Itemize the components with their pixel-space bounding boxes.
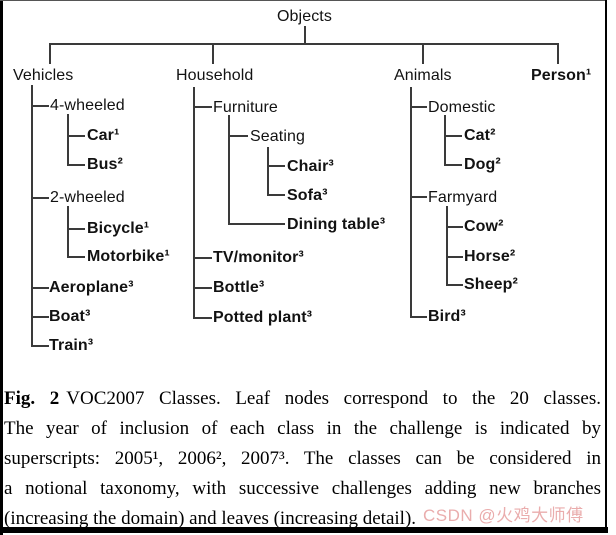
tree-connector: [228, 135, 248, 137]
tree-connector: [49, 43, 51, 64]
tree-node-4-wheeled: 4-wheeled: [50, 97, 125, 114]
figure-border-right: [605, 0, 607, 533]
tree-connector: [444, 135, 462, 137]
tree-node-domestic: Domestic: [428, 99, 496, 116]
tree-connector: [31, 345, 49, 347]
tree-connector: [31, 105, 49, 107]
tree-node-bird: Bird³: [428, 308, 466, 325]
tree-node-dining-table: Dining table³: [287, 216, 386, 233]
tree-connector: [228, 115, 230, 225]
tree-node-car: Car¹: [87, 127, 120, 144]
tree-connector: [446, 206, 448, 286]
caption-line: The year of inclusion of each class in t…: [4, 418, 601, 439]
tree-connector: [557, 43, 559, 64]
tree-connector: [444, 164, 462, 166]
tree-connector: [410, 106, 427, 108]
tree-connector: [67, 206, 69, 258]
tree-connector: [267, 194, 285, 196]
tree-node-bus: Bus²: [87, 156, 123, 173]
tree-connector: [67, 164, 85, 166]
tree-node-seating: Seating: [250, 128, 305, 145]
tree-connector: [212, 43, 214, 64]
tree-connector: [67, 135, 85, 137]
tree-node-vehicles: Vehicles: [13, 67, 74, 84]
tree-node-tv-monitor: TV/monitor³: [213, 249, 304, 266]
tree-connector: [446, 256, 463, 258]
tree-connector: [31, 287, 49, 289]
tree-connector: [267, 165, 285, 167]
tree-node-potted-plant: Potted plant³: [213, 309, 313, 326]
figure-border-left: [0, 0, 3, 535]
figure-border-top: [0, 0, 606, 1]
tree-connector: [31, 85, 33, 347]
caption-line: Fig. 2 VOC2007 Classes. Leaf nodes corres…: [4, 384, 601, 414]
tree-connector: [67, 114, 69, 166]
tree-connector: [31, 197, 49, 199]
tree-connector: [444, 115, 446, 166]
tree-node-train: Train³: [49, 337, 94, 354]
tree-connector: [410, 87, 412, 318]
figure-caption: Fig. 2 VOC2007 Classes. Leaf nodes corres…: [4, 384, 601, 534]
caption-line: superscripts: 2005¹, 2006², 2007³. The c…: [4, 448, 601, 469]
tree-connector: [267, 147, 269, 196]
caption-line: (increasing the domain) and leaves (incr…: [4, 508, 417, 529]
tree-connector: [193, 257, 212, 259]
tree-connector: [31, 316, 49, 318]
tree-node-animals: Animals: [394, 67, 452, 84]
tree-connector: [67, 256, 85, 258]
tree-node-boat: Boat³: [49, 308, 91, 325]
tree-node-objects: Objects: [277, 8, 332, 25]
tree-connector: [193, 106, 212, 108]
tree-node-household: Household: [176, 67, 254, 84]
tree-node-motorbike: Motorbike¹: [87, 248, 170, 265]
tree-connector: [193, 287, 212, 289]
tree-node-bottle: Bottle³: [213, 279, 265, 296]
tree-connector: [446, 226, 463, 228]
caption-line: a notional taxonomy, with successive cha…: [4, 478, 601, 499]
tree-connector: [193, 87, 195, 319]
tree-node-horse: Horse²: [464, 248, 516, 265]
figure-border-bottom: [0, 527, 608, 533]
tree-node-sheep: Sheep²: [464, 276, 518, 293]
tree-node-person: Person¹: [531, 67, 592, 84]
caption-fig-number: Fig. 2: [4, 388, 60, 409]
tree-connector: [304, 26, 306, 43]
tree-node-bicycle: Bicycle¹: [87, 220, 150, 237]
tree-connector: [422, 43, 424, 64]
tree-connector: [410, 316, 427, 318]
tree-node-sofa: Sofa³: [287, 187, 328, 204]
tree-node-farmyard: Farmyard: [428, 189, 498, 206]
tree-connector: [228, 223, 285, 225]
caption-line-1-text: VOC2007 Classes. Leaf nodes correspond t…: [66, 388, 601, 409]
tree-connector: [410, 196, 427, 198]
tree-node-furniture: Furniture: [213, 99, 278, 116]
tree-node-chair: Chair³: [287, 158, 334, 175]
csdn-watermark: CSDN @火鸡大师傅: [423, 506, 584, 525]
tree-connector: [446, 284, 463, 286]
tree-connector: [49, 43, 559, 45]
tree-node-aeroplane: Aeroplane³: [49, 279, 134, 296]
tree-node-cat: Cat²: [464, 127, 496, 144]
tree-connector: [67, 228, 85, 230]
tree-node-dog: Dog²: [464, 156, 501, 173]
tree-node-cow: Cow²: [464, 218, 504, 235]
tree-connector: [193, 317, 212, 319]
tree-node-2-wheeled: 2-wheeled: [50, 189, 125, 206]
